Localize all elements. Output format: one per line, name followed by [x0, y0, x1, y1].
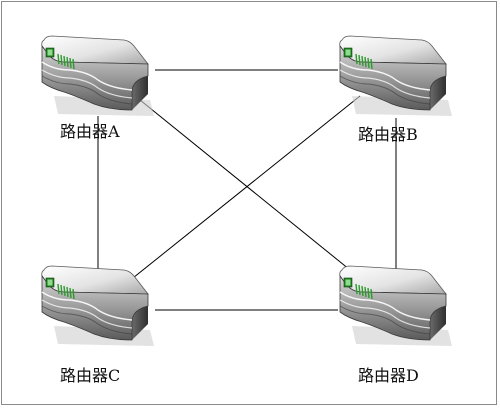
- router-icon-d: [339, 265, 453, 347]
- link-a-d: [139, 99, 361, 279]
- routers-layer: [41, 35, 453, 347]
- router-label-b: 路由器B: [358, 125, 418, 144]
- router-label-c: 路由器C: [60, 366, 121, 385]
- router-label-a: 路由器A: [60, 122, 120, 141]
- links-layer: [97, 69, 397, 311]
- link-b-c: [117, 95, 361, 291]
- router-icon-c: [41, 265, 155, 347]
- router-icon-b: [339, 35, 453, 117]
- router-icon-a: [41, 35, 155, 117]
- router-label-d: 路由器D: [358, 366, 419, 385]
